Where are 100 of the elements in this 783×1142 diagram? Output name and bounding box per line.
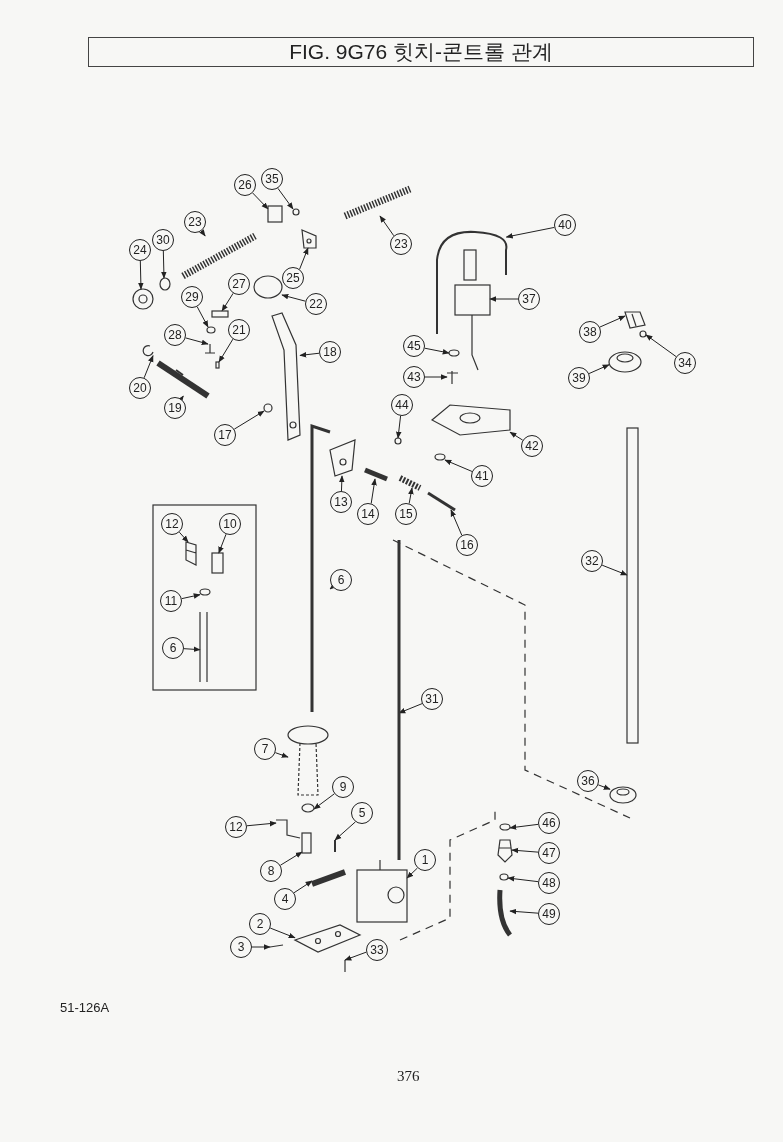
callout-number: 6 [330, 569, 352, 591]
callout-number: 42 [521, 435, 543, 457]
leader-line [277, 187, 294, 210]
callout-number: 4 [274, 888, 296, 910]
lever-drawing [271, 312, 301, 441]
callout-number: 23 [390, 233, 412, 255]
nut-drawing [394, 437, 402, 445]
spring-drawing [398, 475, 422, 491]
callout-number: 27 [228, 273, 250, 295]
pulley-drawing [132, 288, 154, 310]
drawing-number: 51-126A [60, 1000, 110, 1015]
leader-line [509, 908, 539, 915]
callout-number: 2 [249, 913, 271, 935]
rod-drawing [397, 540, 401, 860]
callout-number: 49 [538, 903, 560, 925]
leader-line [274, 752, 289, 758]
callout-number: 45 [403, 335, 425, 357]
grommet-drawing [609, 786, 637, 804]
callout-number: 21 [228, 319, 250, 341]
callout-number: 7 [254, 738, 276, 760]
clamp-drawing [499, 873, 509, 881]
leader-line [408, 487, 414, 504]
leader-line [424, 347, 450, 355]
leader-line [269, 927, 296, 939]
callout-number: 31 [421, 688, 443, 710]
callout-number: 34 [674, 352, 696, 374]
leader-line [279, 851, 303, 866]
pin-drawing [364, 467, 388, 482]
leader-line [143, 355, 154, 379]
boot-drawing [287, 725, 329, 796]
nut-drawing [199, 588, 211, 596]
leader-line [379, 215, 395, 237]
callout-number: 12 [225, 816, 247, 838]
nut-drawing [301, 803, 315, 813]
knob-drawing [608, 351, 642, 373]
leader-line [293, 880, 313, 894]
callout-number: 5 [351, 802, 373, 824]
callout-number: 12 [161, 513, 183, 535]
joystick-drawing [454, 249, 491, 371]
leader-line [370, 478, 377, 504]
callout-number: 29 [181, 286, 203, 308]
callout-number: 20 [129, 377, 151, 399]
plate-drawing [211, 310, 229, 318]
callout-number: 8 [260, 860, 282, 882]
leader-line [450, 509, 463, 536]
leader-line [507, 876, 539, 883]
tube-drawing [626, 427, 639, 744]
callout-number: 46 [538, 812, 560, 834]
leader-line [597, 784, 611, 790]
callout-number: 19 [164, 397, 186, 419]
leader-line [233, 410, 265, 430]
leader-line [199, 229, 206, 237]
callout-number: 26 [234, 174, 256, 196]
spring-rod-drawing [343, 185, 412, 220]
bolt-drawing [427, 491, 456, 512]
spring-rod-drawing [181, 232, 257, 280]
leader-line [246, 820, 277, 827]
nut-drawing [263, 403, 273, 413]
clip-drawing [301, 229, 317, 249]
o-ring-drawing [499, 823, 511, 831]
leader-line [218, 338, 234, 363]
callout-number: 3 [230, 936, 252, 958]
leader-line [509, 823, 539, 830]
callout-number: 14 [357, 503, 379, 525]
callout-number: 15 [395, 503, 417, 525]
washer-drawing [206, 326, 216, 334]
leader-line [218, 533, 227, 554]
screw-drawing [204, 343, 216, 354]
callout-number: 17 [214, 424, 236, 446]
leader-line [183, 646, 201, 653]
bracket-drawing [267, 205, 283, 223]
callout-number: 36 [577, 770, 599, 792]
leader-line [299, 351, 320, 358]
callout-number: 43 [403, 366, 425, 388]
leader-line [444, 459, 473, 472]
cap-drawing [253, 275, 283, 299]
callout-number: 32 [581, 550, 603, 572]
callout-number: 48 [538, 872, 560, 894]
leader-line [313, 793, 335, 810]
nut-drawing [434, 453, 446, 461]
callout-number: 6 [162, 637, 184, 659]
washer-drawing [159, 277, 171, 291]
leader-line [251, 944, 271, 950]
rod-drawing [199, 611, 208, 683]
leader-line [398, 703, 423, 714]
figure-title: FIG. 9G76 힛치-콘트롤 관계 [88, 37, 754, 67]
valve-drawing [356, 859, 408, 923]
callout-number: 11 [160, 590, 182, 612]
nut-drawing [292, 208, 300, 216]
callout-number: 1 [414, 849, 436, 871]
leader-line [344, 951, 367, 961]
knob-drawing [624, 311, 646, 329]
callout-number: 33 [366, 939, 388, 961]
fitting-drawing [497, 839, 513, 863]
bolt-drawing [269, 944, 284, 948]
leader-line [424, 374, 448, 380]
callout-number: 47 [538, 842, 560, 864]
callout-number: 16 [456, 534, 478, 556]
rod-drawing [310, 423, 331, 712]
leader-line [645, 334, 677, 358]
